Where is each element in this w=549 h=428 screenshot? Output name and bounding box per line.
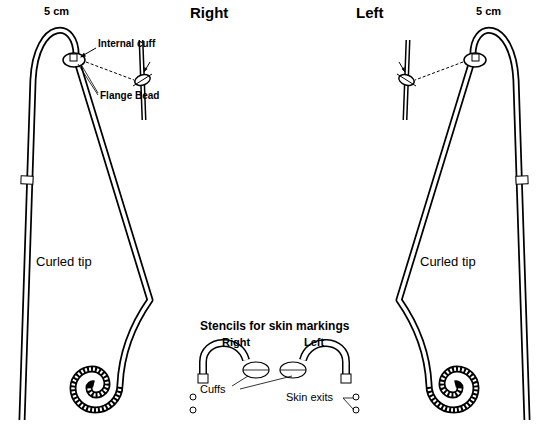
- dimension: 5 cm: [44, 5, 69, 17]
- part-name: Cuffs: [200, 383, 225, 395]
- stencil-side: Left: [304, 336, 324, 348]
- side-heading: Right: [190, 5, 228, 22]
- part-name: Internal cuff: [98, 38, 155, 49]
- side-heading: Left: [356, 5, 384, 22]
- dimension: 5 cm: [476, 5, 501, 17]
- part-name: Skin exits: [286, 391, 333, 403]
- part-name: Curled tip: [420, 255, 476, 269]
- stencil-heading: Stencils for skin markings: [200, 320, 349, 333]
- part-name: Flange Bead: [100, 90, 159, 101]
- part-name: Curled tip: [36, 255, 92, 269]
- stencil-side: Right: [222, 336, 250, 348]
